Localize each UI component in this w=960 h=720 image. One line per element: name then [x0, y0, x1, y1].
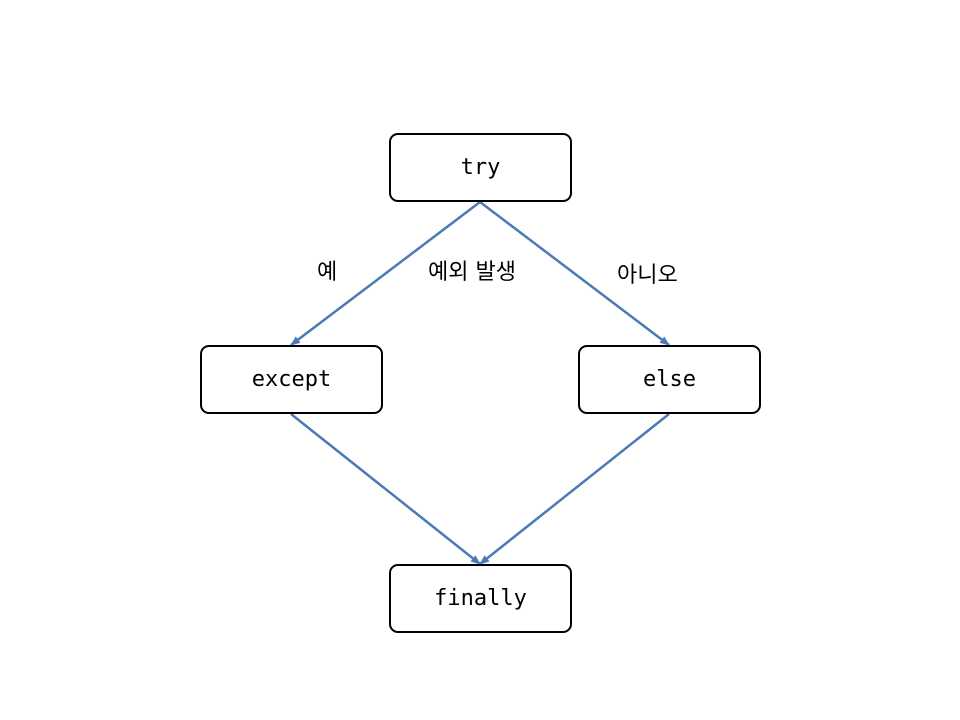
finally-node: finally	[389, 564, 572, 633]
arrow-except-to-finally	[290, 413, 481, 565]
try-node: try	[389, 133, 572, 202]
except-node-label: except	[251, 367, 332, 392]
edge-label-no: 아니오	[617, 263, 678, 288]
arrow-else-to-finally	[479, 413, 670, 565]
else-node-label: else	[643, 367, 696, 392]
arrow-try-to-else	[479, 201, 670, 346]
finally-node-label: finally	[434, 586, 527, 611]
except-node: except	[200, 345, 383, 414]
else-node: else	[578, 345, 761, 414]
arrow-try-to-except	[290, 201, 481, 346]
try-node-label: try	[460, 155, 501, 180]
edge-label-yes: 예	[317, 260, 338, 285]
edge-label-exception-occurs: 예외 발생	[428, 260, 516, 285]
